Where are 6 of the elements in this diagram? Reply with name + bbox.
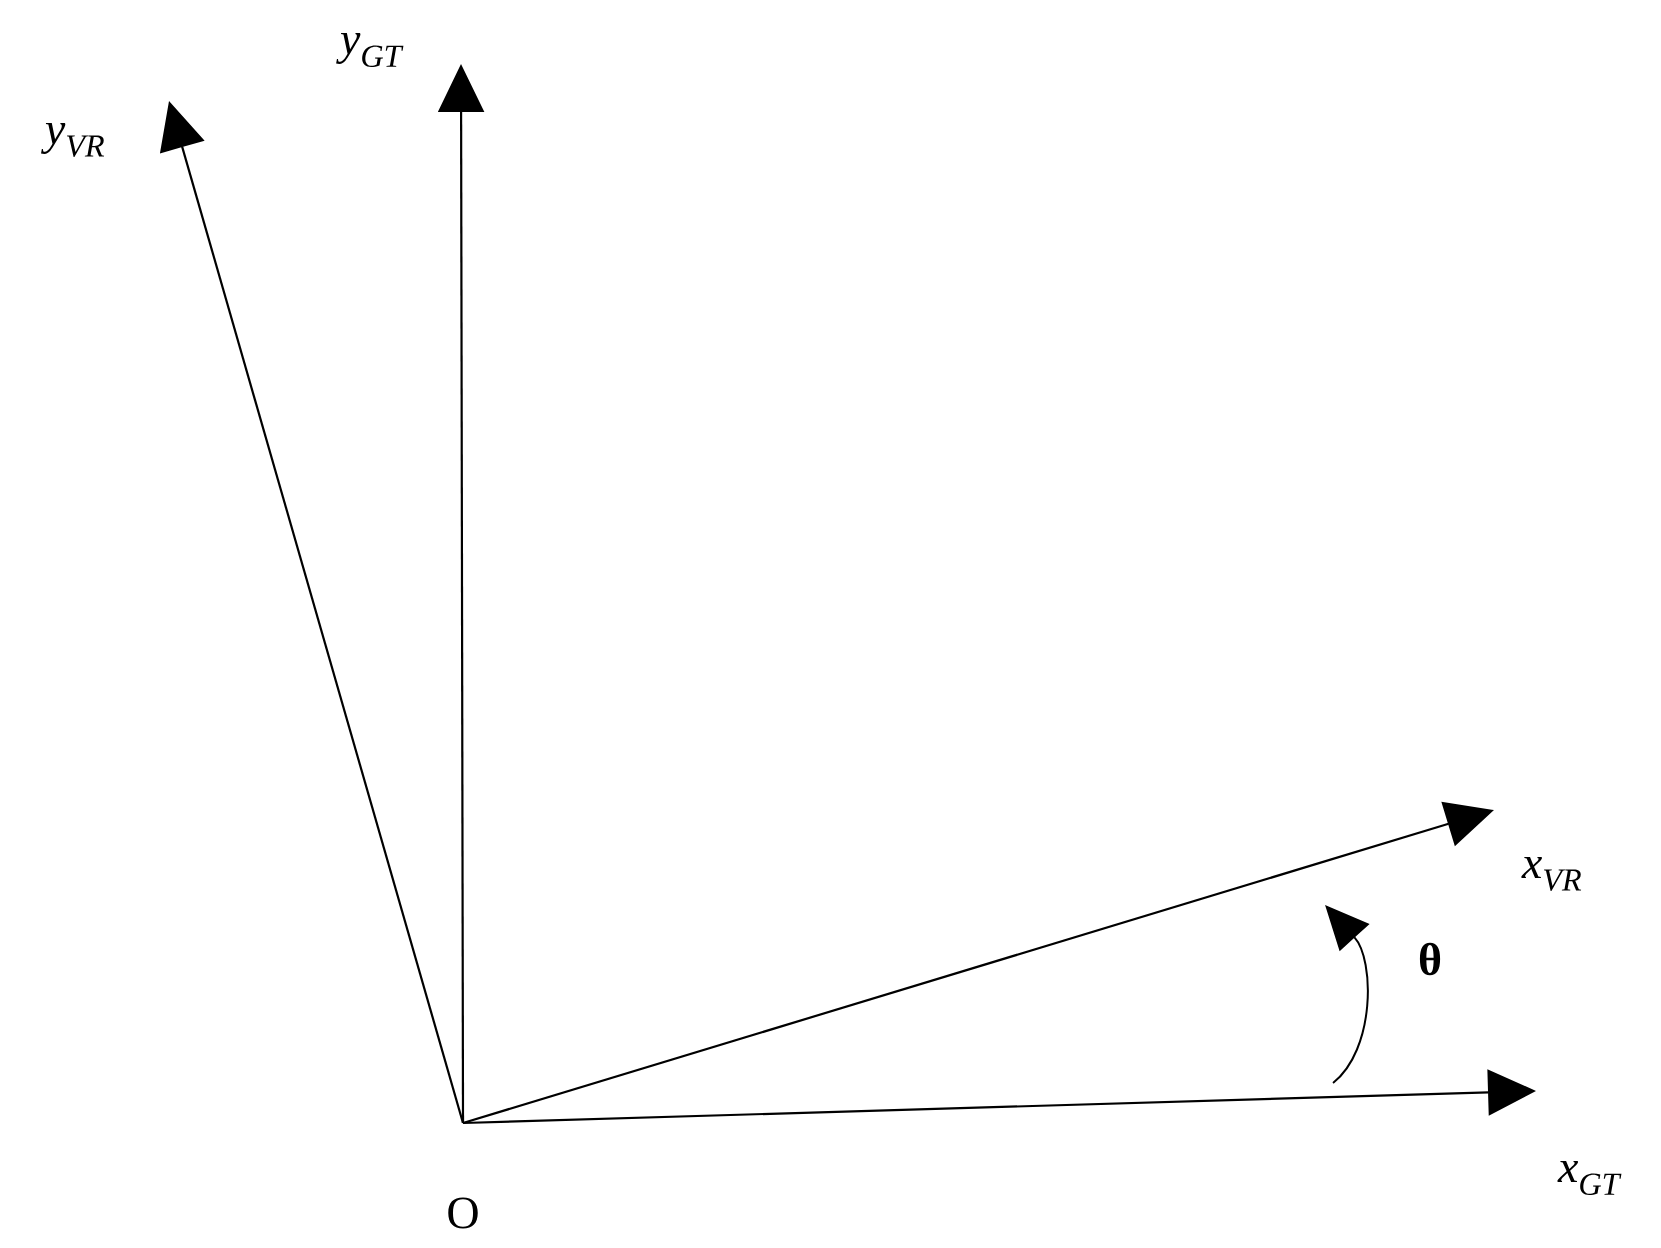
origin-label: O bbox=[448, 1197, 478, 1229]
axis-label: x$_{VR}$ bbox=[1521, 856, 1582, 892]
axis-label: y$_{VR}$ bbox=[41, 122, 105, 158]
axis-label: y$_{GT}$ bbox=[336, 32, 404, 68]
angle-label: θ bbox=[1419, 942, 1441, 976]
axis-label: x$_{GT}$ bbox=[1557, 1160, 1622, 1196]
